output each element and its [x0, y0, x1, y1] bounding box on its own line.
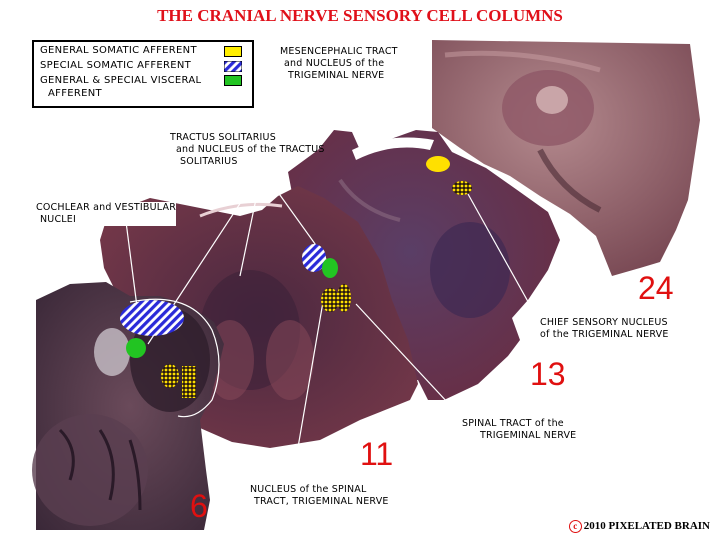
spinal-nucleus-section-11-a — [321, 288, 339, 312]
label-chief-line2: of the TRIGEMINAL NERVE — [540, 329, 669, 340]
label-nucleus-spinal-tract: NUCLEUS of the SPINAL TRACT, TRIGEMINAL … — [250, 484, 389, 508]
chief-sensory-dots — [452, 181, 472, 195]
spinal-nucleus-section-11-b — [337, 284, 351, 312]
legend-swatch-hatched — [224, 61, 242, 72]
label-cochlear-line2: NUCLEI — [40, 214, 76, 225]
page-title: THE CRANIAL NERVE SENSORY CELL COLUMNS — [157, 6, 563, 25]
spinal-nucleus-section-6-b — [182, 366, 196, 398]
label-tractus-solitarius: TRACTUS SOLITARIUS and NUCLEUS of the TR… — [170, 132, 325, 168]
section-number-11: 11 — [360, 436, 394, 472]
legend-item-visceral: GENERAL & SPECIAL VISCERAL AFFERENT — [40, 74, 201, 100]
legend-swatch-green — [224, 75, 242, 86]
legend: GENERAL SOMATIC AFFERENT SPECIAL SOMATIC… — [32, 40, 254, 108]
vestibular-hatched-section-11 — [302, 244, 326, 272]
cell-column-markers — [120, 156, 472, 398]
cochlear-vestibular-hatched — [120, 300, 184, 336]
spinal-nucleus-section-6-a — [161, 364, 179, 388]
label-mesencephalic-line2: and NUCLEUS of the — [284, 58, 385, 69]
copyright-text: 2010 PIXELATED BRAIN — [583, 520, 710, 532]
legend-item-gsa: GENERAL SOMATIC AFFERENT — [40, 45, 197, 56]
label-solitarius-line1: TRACTUS SOLITARIUS — [170, 132, 276, 143]
section-13-tissue — [288, 130, 560, 400]
label-solitarius-line3: SOLITARIUS — [180, 156, 238, 167]
label-mesencephalic-line3: TRIGEMINAL NERVE — [288, 70, 385, 81]
label-nucleus-spinal-line1: NUCLEUS of the SPINAL — [250, 484, 367, 495]
label-cochlear-vestibular: COCHLEAR and VESTIBULAR NUCLEI — [36, 202, 177, 226]
section-number-24: 24 — [638, 270, 674, 306]
mesencephalic-yellow — [426, 156, 450, 172]
solitarius-green-section-6 — [126, 338, 146, 358]
label-chief-sensory: CHIEF SENSORY NUCLEUS of the TRIGEMINAL … — [538, 316, 671, 342]
legend-item-ssa: SPECIAL SOMATIC AFFERENT — [40, 60, 191, 71]
solitarius-green-section-11 — [322, 258, 338, 278]
legend-label-visceral: GENERAL & SPECIAL VISCERAL — [40, 75, 202, 86]
legend-label-visceral-2: AFFERENT — [48, 88, 102, 99]
label-spinal-tract: SPINAL TRACT of the TRIGEMINAL NERVE — [462, 418, 576, 442]
label-spinal-tract-line1: SPINAL TRACT of the — [462, 418, 564, 429]
section-number-6: 6 — [190, 488, 208, 524]
legend-label-gsa: GENERAL SOMATIC AFFERENT — [40, 45, 197, 56]
label-mesencephalic-line1: MESENCEPHALIC TRACT — [280, 46, 398, 57]
label-solitarius-line2: and NUCLEUS of the TRACTUS — [176, 144, 325, 155]
legend-label-ssa: SPECIAL SOMATIC AFFERENT — [40, 60, 192, 71]
copyright-symbol: c — [568, 520, 582, 533]
label-nucleus-spinal-line2: TRACT, TRIGEMINAL NERVE — [254, 496, 389, 507]
section-24-tissue — [432, 40, 700, 276]
section-number-13: 13 — [530, 356, 566, 392]
label-spinal-tract-line2: TRIGEMINAL NERVE — [480, 430, 577, 441]
label-chief-line1: CHIEF SENSORY NUCLEUS — [540, 317, 668, 328]
label-cochlear-line1: COCHLEAR and VESTIBULAR — [36, 202, 177, 213]
label-mesencephalic: MESENCEPHALIC TRACT and NUCLEUS of the T… — [280, 46, 398, 82]
legend-swatch-yellow — [224, 46, 242, 57]
